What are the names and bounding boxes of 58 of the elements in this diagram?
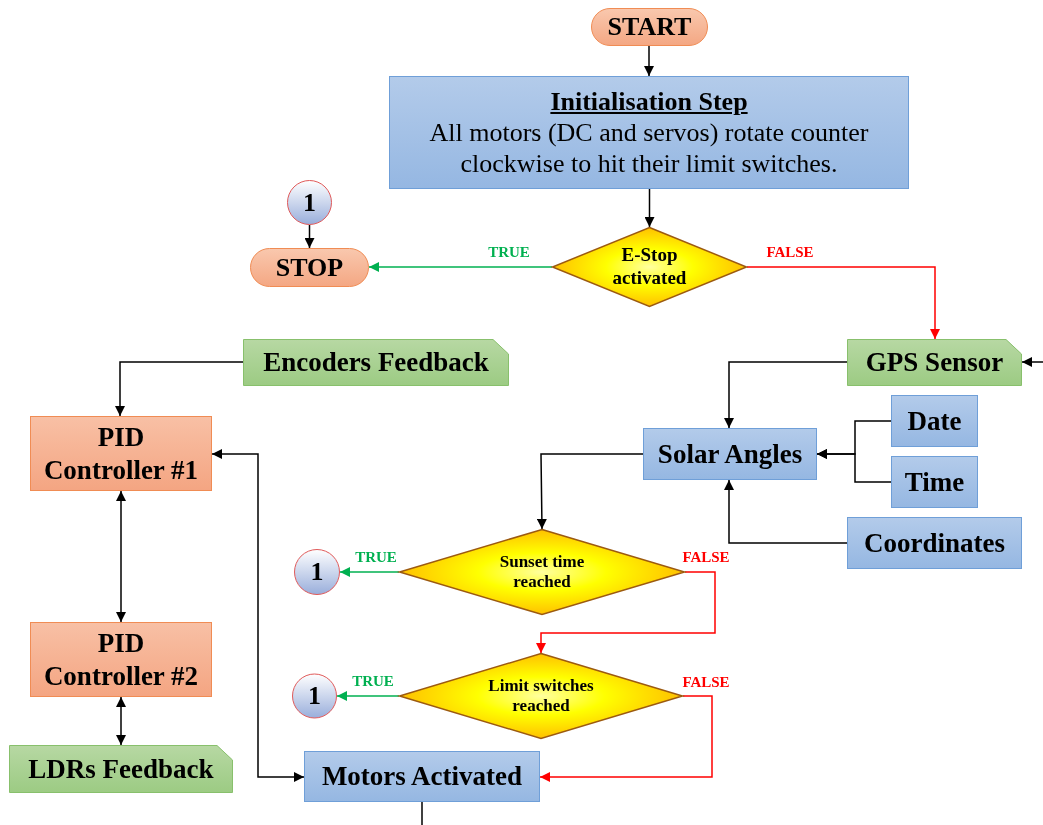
node-label: 1 [303, 186, 316, 219]
arrow [116, 490, 126, 623]
process-box [847, 517, 1022, 569]
connector-line [421, 801, 423, 825]
node-label: Motors Activated [321, 760, 523, 793]
arrow [724, 361, 848, 429]
node-label: STOP [275, 251, 344, 284]
connector-circle [292, 673, 337, 719]
input-card [243, 339, 509, 386]
node-label: Solar Angles [657, 437, 803, 471]
node-label: Time [904, 465, 965, 499]
input-card [847, 339, 1022, 386]
input-card [9, 745, 233, 793]
step-heading: Initialisation Step [550, 85, 748, 117]
arrow [211, 449, 305, 782]
connector-circle [294, 549, 340, 595]
node-label: 1 [310, 556, 324, 588]
arrow [536, 571, 716, 654]
node-label: 1 [308, 680, 321, 712]
node-label: Limit switches reached [487, 675, 595, 717]
arrow [644, 45, 654, 77]
arrow [644, 188, 655, 228]
arrow [116, 696, 126, 746]
node-label: Coordinates [864, 526, 1005, 560]
node-label: Sunset time reached [498, 551, 586, 593]
stop-terminal [250, 248, 369, 287]
arrow [539, 695, 713, 782]
arrow [536, 453, 644, 530]
controller-box [30, 622, 212, 697]
node-label: PID Controller #1 [42, 421, 200, 486]
start-terminal [591, 8, 708, 46]
node-label: GPS Sensor [865, 346, 1004, 379]
step-description: All motors (DC and servos) rotate counter clockwise to hit their limit switches. [428, 116, 870, 180]
arrow [746, 266, 940, 340]
connector-circle [287, 180, 332, 225]
node-label: LDRs Feedback [28, 752, 214, 786]
process-box [891, 395, 978, 447]
decision-diamond [399, 653, 683, 739]
arrow [724, 479, 848, 544]
decision-diamond [552, 227, 747, 307]
node-label: Date [907, 404, 962, 438]
arrow [1021, 357, 1043, 367]
process-box [389, 76, 909, 189]
node-label: PID Controller #2 [42, 627, 200, 692]
arrow [304, 224, 315, 249]
arrow [368, 262, 553, 272]
arrow [816, 449, 892, 483]
process-box [643, 428, 817, 480]
process-box [304, 751, 540, 802]
node-label: START [607, 11, 692, 43]
controller-box [30, 416, 212, 491]
process-box [891, 456, 978, 508]
node-label: Encoders Feedback [263, 346, 489, 379]
arrow [115, 361, 244, 417]
arrow [339, 567, 400, 577]
node-label: E-Stop activated [611, 244, 688, 290]
decision-diamond [399, 529, 685, 615]
arrow [336, 691, 400, 701]
